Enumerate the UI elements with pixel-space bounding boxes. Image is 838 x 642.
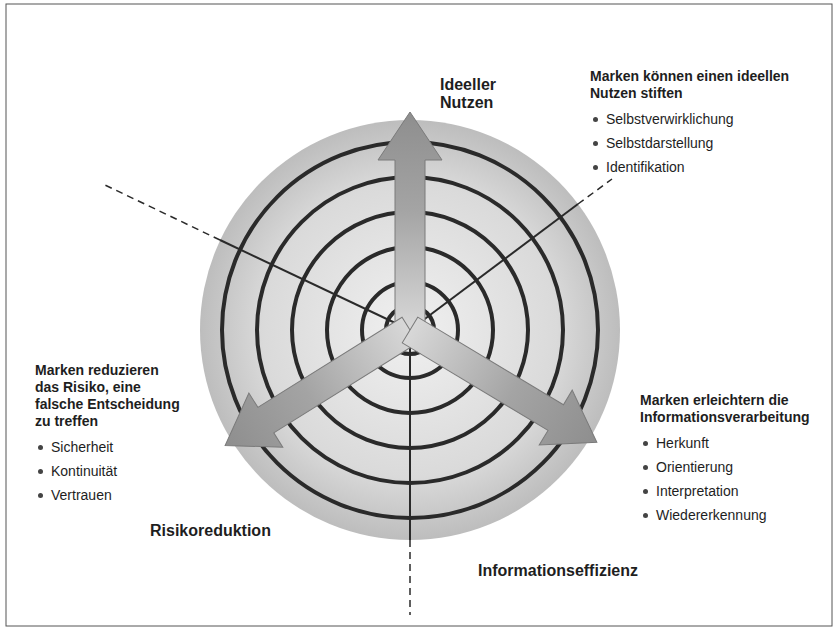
axis-title: Risikoreduktion: [150, 522, 350, 540]
axis-title: Informationseffizienz: [478, 562, 698, 580]
frame: [6, 4, 832, 626]
bullet-item: Wiedererkennung: [640, 503, 828, 527]
bullet-dot: [643, 441, 648, 446]
bullet-dot: [643, 465, 648, 470]
benefit-text-group: Marken können einen ideellen Nutzen stif…: [590, 68, 820, 179]
benefit-arrows: [208, 112, 613, 473]
bullet-dot: [38, 469, 43, 474]
axis-title: Ideeller Nutzen: [440, 76, 520, 112]
bullet-item: Vertrauen: [35, 483, 185, 507]
bullet-item: Identifikation: [590, 155, 820, 179]
axis-title-group: Ideeller Nutzen: [440, 76, 520, 112]
bullet-item: Selbstverwirklichung: [590, 107, 820, 131]
bullet-dot: [593, 117, 598, 122]
bullet-item: Kontinuität: [35, 459, 185, 483]
benefit-heading: Marken können einen ideellen Nutzen stif…: [590, 68, 820, 102]
bullet-dot: [593, 141, 598, 146]
axis-title-group: Informationseffizienz: [478, 562, 698, 580]
bullet-dot: [38, 493, 43, 498]
bullet-item: Orientierung: [640, 455, 828, 479]
bullet-dot: [643, 489, 648, 494]
benefit-heading: Marken reduzieren das Risiko, eine falsc…: [35, 362, 185, 430]
benefit-heading: Marken erleichtern die Informationsverar…: [640, 392, 828, 426]
bullet-dot: [38, 445, 43, 450]
bullet-dot: [643, 513, 648, 518]
axis-title-group: Risikoreduktion: [150, 522, 350, 540]
bullet-dot: [593, 165, 598, 170]
bullet-item: Sicherheit: [35, 435, 185, 459]
benefit-text-group: Marken reduzieren das Risiko, eine falsc…: [35, 362, 185, 507]
bullet-item: Selbstdarstellung: [590, 131, 820, 155]
bullet-item: Interpretation: [640, 479, 828, 503]
bullet-item: Herkunft: [640, 431, 828, 455]
benefit-text-group: Marken erleichtern die Informationsverar…: [640, 392, 828, 527]
